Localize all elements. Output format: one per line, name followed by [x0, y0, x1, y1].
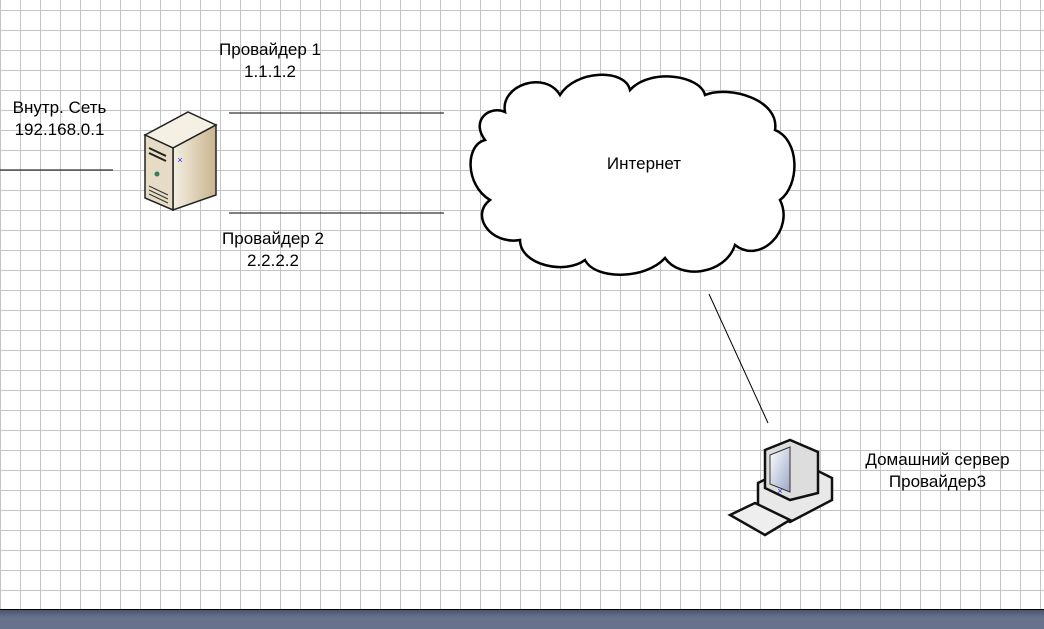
internal-network-ip: 192.168.0.1 — [14, 120, 105, 139]
provider1-ip: 1.1.1.2 — [244, 62, 296, 81]
provider2-name: Провайдер 2 — [222, 229, 324, 248]
diagram: × × — [0, 73, 834, 537]
home-computer-icon[interactable]: × — [727, 438, 834, 537]
provider2-ip: 2.2.2.2 — [247, 251, 299, 270]
server-icon[interactable]: × — [143, 111, 218, 212]
internal-network-name: Внутр. Сеть — [12, 98, 107, 117]
home-server-provider: Провайдер3 — [888, 472, 987, 491]
home-server-name: Домашний сервер — [865, 450, 1010, 469]
provider1-label: Провайдер 1 1.1.1.2 — [205, 39, 335, 83]
internal-network-label: Внутр. Сеть 192.168.0.1 — [2, 97, 117, 141]
internet-label: Интернет — [606, 154, 682, 173]
provider2-label: Провайдер 2 2.2.2.2 — [208, 228, 338, 272]
svg-text:×: × — [777, 486, 782, 496]
status-bar — [0, 609, 1044, 629]
svg-text:×: × — [177, 155, 182, 165]
provider1-name: Провайдер 1 — [219, 40, 321, 59]
internet-cloud[interactable] — [469, 73, 796, 276]
home-server-label: Домашний сервер Провайдер3 — [855, 449, 1020, 493]
home-server-link[interactable] — [708, 293, 769, 424]
